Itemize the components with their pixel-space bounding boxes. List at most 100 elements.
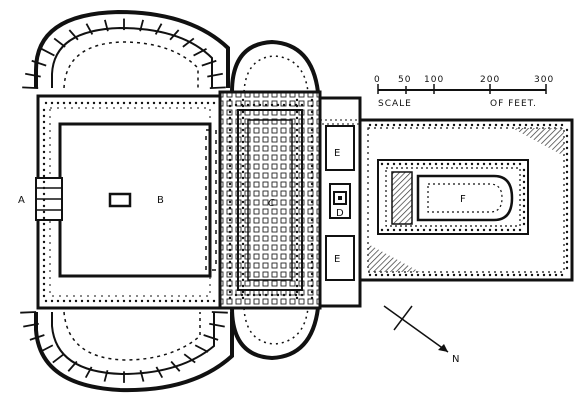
- column: [42, 162, 46, 166]
- column: [398, 162, 402, 166]
- column: [310, 290, 314, 294]
- column: [42, 150, 46, 154]
- column: [241, 236, 245, 240]
- exedra-cell-wall: [209, 86, 226, 90]
- column: [295, 206, 299, 210]
- column: [446, 228, 450, 232]
- column: [500, 273, 504, 277]
- column: [565, 242, 569, 246]
- column: [310, 218, 314, 222]
- column: [152, 101, 156, 105]
- exedra-cell-wall: [25, 72, 41, 78]
- column: [295, 176, 299, 180]
- label-d: D: [336, 208, 344, 219]
- column: [506, 123, 510, 127]
- column: [234, 293, 238, 297]
- column: [560, 273, 564, 277]
- column: [300, 103, 304, 107]
- column: [92, 299, 96, 303]
- column: [42, 192, 46, 196]
- column: [476, 123, 480, 127]
- compass-arrow-icon: N: [383, 305, 459, 365]
- exedra-cell-wall: [139, 19, 144, 32]
- column: [228, 98, 232, 102]
- column: [434, 228, 438, 232]
- column: [282, 103, 286, 107]
- column: [416, 162, 420, 166]
- column: [295, 164, 299, 168]
- column: [422, 228, 426, 232]
- column: [565, 206, 569, 210]
- exedra-cell-wall: [104, 19, 109, 32]
- column: [522, 222, 526, 226]
- scale-tick-200: 200: [480, 75, 500, 85]
- column: [310, 296, 314, 300]
- column: [241, 164, 245, 168]
- column: [380, 228, 384, 232]
- column: [288, 293, 292, 297]
- column: [42, 222, 46, 226]
- column: [212, 101, 216, 105]
- column: [228, 206, 232, 210]
- column: [565, 140, 569, 144]
- column: [482, 123, 486, 127]
- column: [134, 299, 138, 303]
- column: [565, 200, 569, 204]
- column: [368, 273, 372, 277]
- column: [276, 103, 280, 107]
- column: [310, 236, 314, 240]
- column: [565, 230, 569, 234]
- scale-tick-100: 100: [424, 75, 444, 85]
- column: [104, 101, 108, 105]
- column: [295, 116, 299, 120]
- column: [42, 240, 46, 244]
- scale-tick-50: 50: [398, 75, 411, 85]
- column: [428, 162, 432, 166]
- column: [42, 228, 46, 232]
- column: [565, 248, 569, 252]
- column: [518, 162, 522, 166]
- column: [56, 101, 60, 105]
- column: [42, 180, 46, 184]
- column: [116, 101, 120, 105]
- column: [310, 140, 314, 144]
- column: [310, 254, 314, 258]
- column: [536, 273, 540, 277]
- column: [42, 144, 46, 148]
- column: [512, 228, 516, 232]
- column: [252, 293, 256, 297]
- exedra-cell-wall: [139, 370, 145, 382]
- column: [128, 101, 132, 105]
- column: [565, 212, 569, 216]
- column: [200, 299, 204, 303]
- column: [241, 176, 245, 180]
- column: [295, 134, 299, 138]
- column: [241, 272, 245, 276]
- column: [295, 188, 299, 192]
- column: [488, 162, 492, 166]
- column: [86, 101, 90, 105]
- exedra-cell-wall: [41, 48, 55, 57]
- column: [565, 158, 569, 162]
- column: [241, 110, 245, 114]
- column: [295, 242, 299, 246]
- column: [228, 236, 232, 240]
- column: [282, 293, 286, 297]
- column: [228, 188, 232, 192]
- column: [464, 228, 468, 232]
- north-label: N: [452, 354, 459, 365]
- exedra-cell-wall: [103, 370, 109, 382]
- column: [310, 284, 314, 288]
- column: [228, 140, 232, 144]
- column: [548, 273, 552, 277]
- column: [310, 128, 314, 132]
- column: [42, 294, 46, 298]
- column: [386, 123, 390, 127]
- column: [241, 140, 245, 144]
- column: [548, 123, 552, 127]
- column: [494, 162, 498, 166]
- label-f: F: [460, 194, 466, 205]
- column: [560, 123, 564, 127]
- column: [488, 123, 492, 127]
- column: [452, 273, 456, 277]
